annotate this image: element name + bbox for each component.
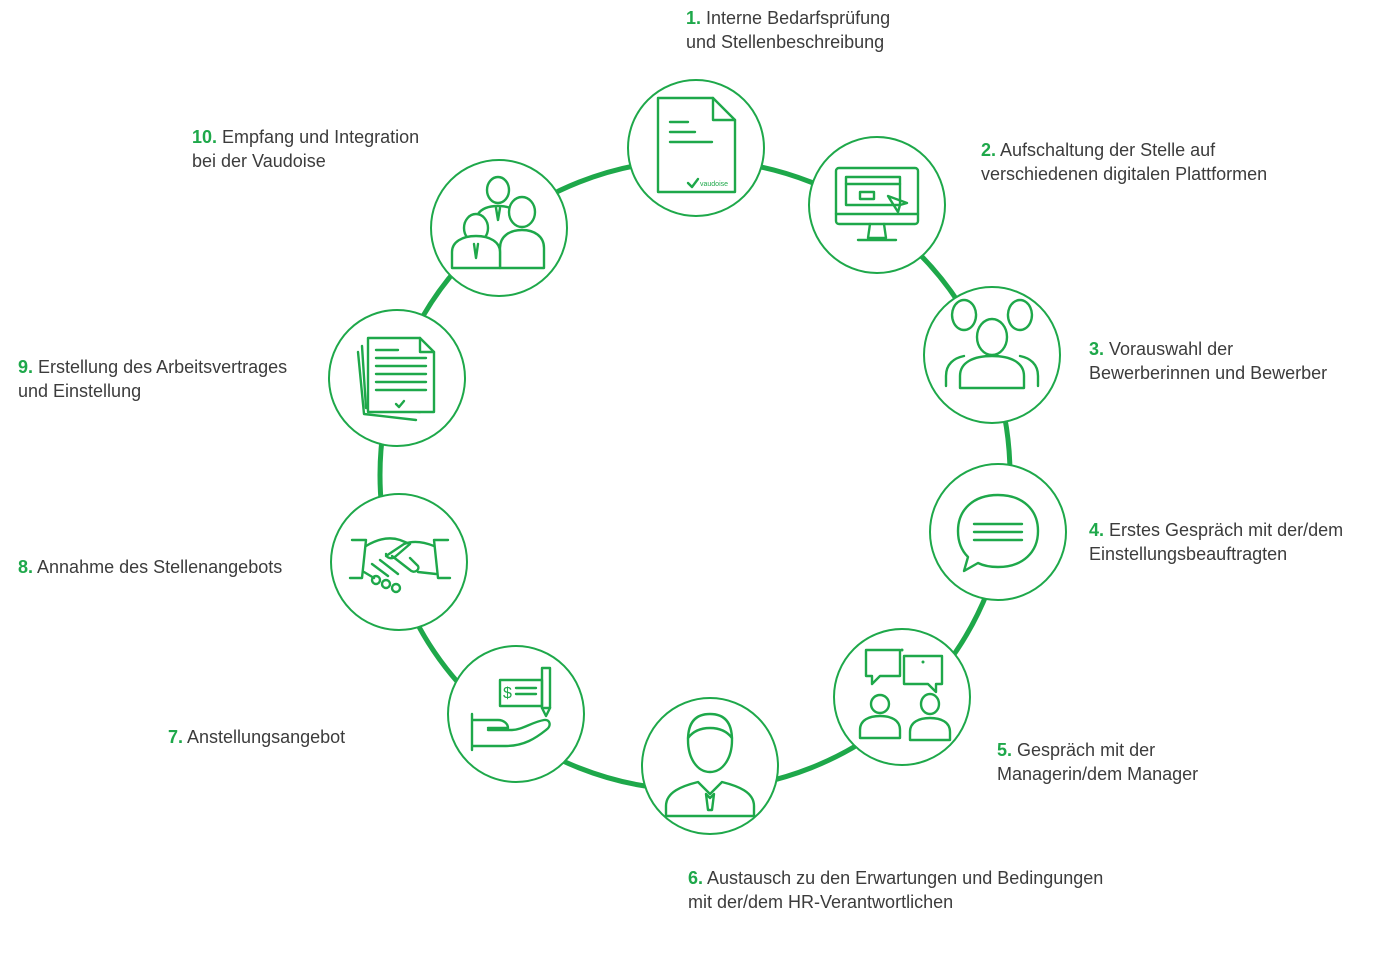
people-group-icon <box>944 298 1040 390</box>
step-4-title-line2: Einstellungsbeauftragten <box>1089 544 1288 564</box>
step-1-node: vaudoise <box>627 79 765 217</box>
step-7-title: Anstellungsangebot <box>187 727 346 747</box>
step-2-label: 2. Aufschaltung der Stelle auf verschied… <box>981 138 1267 186</box>
step-4-title: Erstes Gespräch mit der/dem <box>1109 520 1344 540</box>
currency-symbol: $ <box>503 685 512 702</box>
step-3-title-line2: Bewerberinnen und Bewerber <box>1089 363 1328 383</box>
step-10-number: 10. <box>192 127 218 147</box>
step-9-label: 9. Erstellung des Arbeitsvertrages und E… <box>18 355 287 403</box>
step-7-label: 7. Anstellungsangebot <box>168 725 345 749</box>
step-10-label: 10. Empfang und Integration bei der Vaud… <box>192 125 419 173</box>
step-2-number: 2. <box>981 140 997 160</box>
step-8-number: 8. <box>18 557 34 577</box>
step-8-title: Annahme des Stellenangebots <box>37 557 283 577</box>
monitor-icon <box>834 166 920 242</box>
step-10-node <box>430 159 568 297</box>
step-3-node <box>923 286 1061 424</box>
step-9-title-line2: und Einstellung <box>18 381 142 401</box>
contract-stack-icon <box>356 336 436 422</box>
step-7-node: $ <box>447 645 585 783</box>
step-3-label: 3. Vorauswahl der Bewerberinnen und Bewe… <box>1089 337 1327 385</box>
document-icon: vaudoise <box>656 96 737 194</box>
handshake-icon <box>348 537 452 594</box>
step-2-title: Aufschaltung der Stelle auf <box>1000 140 1216 160</box>
businessman-icon <box>664 712 756 818</box>
step-9-number: 9. <box>18 357 34 377</box>
step-8-node <box>330 493 468 631</box>
step-6-title: Austausch zu den Erwartungen und Bedingu… <box>707 868 1104 888</box>
step-6-node <box>641 697 779 835</box>
step-5-title-line2: Managerin/dem Manager <box>997 764 1199 784</box>
logo-text: vaudoise <box>700 181 728 188</box>
step-10-title: Empfang und Integration <box>222 127 420 147</box>
team-icon <box>450 175 546 270</box>
step-4-number: 4. <box>1089 520 1105 540</box>
step-6-label: 6. Austausch zu den Erwartungen und Bedi… <box>688 866 1103 914</box>
step-9-node <box>328 309 466 447</box>
step-6-title-line2: mit der/dem HR-Verantwortlichen <box>688 892 954 912</box>
step-2-title-line2: verschiedenen digitalen Plattformen <box>981 164 1268 184</box>
step-3-number: 3. <box>1089 339 1105 359</box>
step-4-label: 4. Erstes Gespräch mit der/dem Einstellu… <box>1089 518 1343 566</box>
step-5-number: 5. <box>997 740 1013 760</box>
step-5-title: Gespräch mit der <box>1017 740 1156 760</box>
step-9-title: Erstellung des Arbeitsvertrages <box>38 357 288 377</box>
chat-bubble-icon <box>956 493 1040 573</box>
step-5-node <box>833 628 971 766</box>
step-10-title-line2: bei der Vaudoise <box>192 151 326 171</box>
hand-check-icon: $ <box>470 666 552 752</box>
step-6-number: 6. <box>688 868 704 888</box>
step-3-title: Vorauswahl der <box>1109 339 1234 359</box>
step-1-title: Interne Bedarfsprüfung <box>706 8 891 28</box>
conversation-icon <box>858 648 952 742</box>
step-5-label: 5. Gespräch mit der Managerin/dem Manage… <box>997 738 1198 786</box>
step-1-number: 1. <box>686 8 702 28</box>
step-7-number: 7. <box>168 727 184 747</box>
step-1-label: 1. Interne Bedarfsprüfung und Stellenbes… <box>686 6 890 54</box>
step-2-node <box>808 136 946 274</box>
step-1-title-line2: und Stellenbeschreibung <box>686 32 885 52</box>
step-8-label: 8. Annahme des Stellenangebots <box>18 555 282 579</box>
step-4-node <box>929 463 1067 601</box>
